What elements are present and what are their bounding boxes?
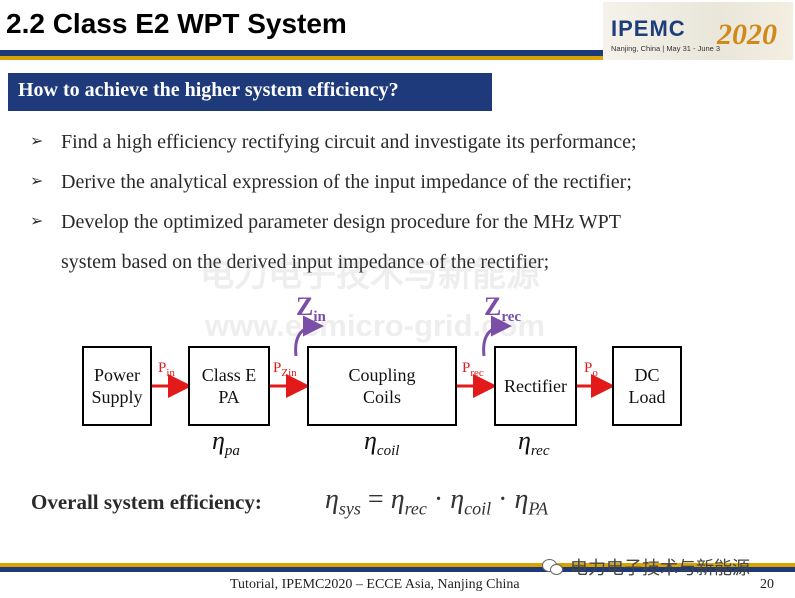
watermark-cn: 电力电子技术与新能源 <box>200 255 540 295</box>
efficiency-formula: ηsys = ηrec · ηcoil · ηPA <box>325 484 549 519</box>
block-label-line1: Coupling <box>348 365 416 385</box>
page-title: 2.2 Class E2 WPT System <box>6 8 347 39</box>
block-label-line1: Class E <box>201 365 257 385</box>
bullet-text: Derive the analytical expression of the … <box>61 171 632 193</box>
bullet-list: ➢ Find a high efficiency rectifying circ… <box>30 122 790 282</box>
footer-text: Tutorial, IPEMC2020 – ECCE Asia, Nanjing… <box>230 577 520 592</box>
page-number: 20 <box>760 577 774 592</box>
overall-efficiency-label: Overall system efficiency: <box>31 490 262 514</box>
bullet-text: Develop the optimized parameter design p… <box>61 211 621 233</box>
block-label-line2: PA <box>218 387 240 407</box>
block-label-line1: DC <box>634 365 660 385</box>
wechat-text: 电力电子技术与新能源 <box>570 558 750 579</box>
wechat-icon <box>542 559 564 575</box>
label-pin: Pin <box>158 360 175 379</box>
watermark-url: www.eemicro-grid.com <box>205 308 545 343</box>
wechat-watermark: 电力电子技术与新能源 <box>542 554 750 580</box>
logo-text: IPEMC <box>611 16 686 41</box>
block-label-line1: Power <box>93 365 140 385</box>
eta-rec: ηrec <box>518 426 550 460</box>
bullet-text: Find a high efficiency rectifying circui… <box>61 131 637 153</box>
logo-year: 2020 <box>717 18 777 51</box>
label-prec: Prec <box>462 360 484 379</box>
block-label-line1: Rectifier <box>504 376 567 396</box>
block-label-line2: Supply <box>91 387 143 407</box>
block-label-line2: Load <box>628 387 666 407</box>
bullet-item: ➢ Derive the analytical expression of th… <box>30 162 790 202</box>
rectifier-block: Rectifier <box>494 346 577 426</box>
bullet-item: ➢ Find a high efficiency rectifying circ… <box>30 122 790 162</box>
bullet-item: ➢ Develop the optimized parameter design… <box>30 202 790 242</box>
arrow-zrec <box>482 315 512 357</box>
footer-band-navy <box>0 567 795 572</box>
bullet-text: system based on the derived input impeda… <box>61 251 550 273</box>
label-po: Po <box>584 360 598 379</box>
label-zin: Zin <box>296 292 326 326</box>
logo-subtitle: Nanjing, China | May 31 - June 3 <box>611 44 721 53</box>
header-band-navy <box>0 50 603 56</box>
arrow-zin <box>294 315 324 357</box>
header-band-gold <box>0 56 603 60</box>
conference-logo: IPEMC 2020 Nanjing, China | May 31 - Jun… <box>603 2 793 60</box>
bullet-item-continuation: system based on the derived input impeda… <box>30 242 790 282</box>
eta-pa: ηpa <box>212 426 240 460</box>
label-zrec: Zrec <box>484 292 522 326</box>
eta-coil: ηcoil <box>364 426 400 460</box>
bullet-arrow-icon: ➢ <box>30 213 44 230</box>
label-pzin: PZin <box>273 360 297 379</box>
bullet-arrow-icon: ➢ <box>30 173 44 190</box>
question-banner: How to achieve the higher system efficie… <box>8 73 492 111</box>
footer-band-gold <box>0 563 795 567</box>
block-label-line2: Coils <box>362 387 401 407</box>
bullet-arrow-icon: ➢ <box>30 133 44 150</box>
